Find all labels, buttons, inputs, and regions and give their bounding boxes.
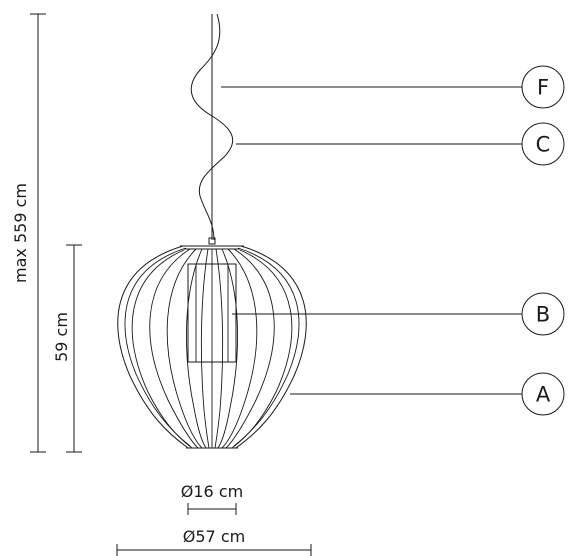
- inner-diffuser: [187, 263, 237, 363]
- total-height-label: max 559 cm: [11, 183, 30, 283]
- outer-diameter-dimension: Ø57 cm: [116, 527, 312, 556]
- callout-a: A: [290, 372, 565, 416]
- callout-f-letter: F: [537, 76, 549, 100]
- callout-a-letter: A: [536, 383, 551, 407]
- lamp-shade: [117, 245, 307, 449]
- inner-diameter-label: Ø16 cm: [181, 482, 243, 501]
- power-cord: [190, 13, 234, 241]
- total-height-dimension: max 559 cm: [11, 13, 46, 453]
- shade-height-label: 59 cm: [52, 312, 71, 362]
- canopy-connector: [208, 237, 216, 245]
- callout-c: C: [236, 122, 565, 166]
- outer-diameter-label: Ø57 cm: [183, 527, 245, 546]
- shade-height-dimension: 59 cm: [52, 244, 82, 453]
- callout-c-letter: C: [536, 133, 551, 157]
- callout-b-letter: B: [536, 303, 550, 327]
- inner-diameter-dimension: Ø16 cm: [181, 482, 243, 515]
- callout-b: B: [232, 292, 565, 336]
- callout-f: F: [221, 65, 565, 109]
